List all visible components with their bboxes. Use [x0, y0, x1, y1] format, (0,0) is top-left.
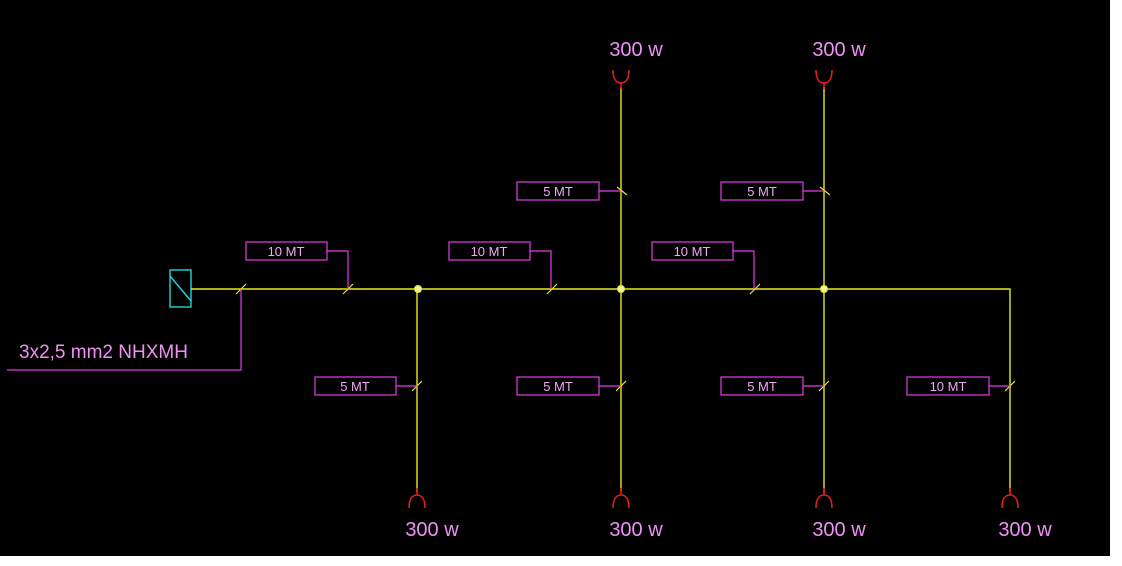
junction-node-icon	[414, 285, 828, 293]
segment-label-up-1: 5 MT	[516, 181, 621, 201]
segment-label-down-2: 5 MT	[516, 376, 621, 396]
lamp-icon	[612, 69, 630, 89]
segment-label-main-1: 10 MT	[245, 241, 349, 289]
segment-label-down-3: 5 MT	[720, 376, 824, 396]
wiring-diagram: 3x2,5 mm2 NHXMH 10 MT 10 MT 10 MT 5 MT 5…	[7, 39, 1052, 541]
segment-label-main-2: 10 MT	[448, 241, 552, 289]
segment-label-down-1: 5 MT	[314, 376, 417, 396]
lamp-bottom-2-label: 300 w	[609, 519, 663, 541]
lamp-icon	[1001, 488, 1019, 509]
lamp-bottom-4-label: 300 w	[998, 519, 1052, 541]
lamp-icon	[815, 488, 833, 509]
svg-text:5 MT: 5 MT	[543, 184, 573, 199]
svg-text:10 MT: 10 MT	[471, 244, 508, 259]
main-feeder-wire	[191, 288, 1011, 492]
svg-text:5 MT: 5 MT	[543, 379, 573, 394]
lamp-top-1-label: 300 w	[609, 39, 663, 61]
lamp-icon	[815, 69, 833, 89]
svg-text:10 MT: 10 MT	[930, 379, 967, 394]
segment-label-up-2: 5 MT	[720, 181, 824, 201]
lamp-bottom-3-label: 300 w	[812, 519, 866, 541]
svg-text:5 MT: 5 MT	[747, 184, 777, 199]
segment-label-down-4: 10 MT	[906, 376, 1010, 396]
lamp-icon	[408, 488, 426, 509]
lamp-bottom-1-label: 300 w	[405, 519, 459, 541]
svg-text:10 MT: 10 MT	[268, 244, 305, 259]
segment-label-main-3: 10 MT	[651, 241, 755, 289]
diagram-canvas: 3x2,5 mm2 NHXMH 10 MT 10 MT 10 MT 5 MT 5…	[0, 0, 1110, 556]
lamp-top-2-label: 300 w	[812, 39, 866, 61]
cable-label-text: 3x2,5 mm2 NHXMH	[19, 342, 188, 363]
lamp-icon	[612, 488, 630, 509]
svg-text:10 MT: 10 MT	[674, 244, 711, 259]
svg-text:5 MT: 5 MT	[340, 379, 370, 394]
svg-text:5 MT: 5 MT	[747, 379, 777, 394]
cable-label: 3x2,5 mm2 NHXMH	[7, 289, 242, 371]
distribution-panel-icon	[169, 269, 192, 308]
